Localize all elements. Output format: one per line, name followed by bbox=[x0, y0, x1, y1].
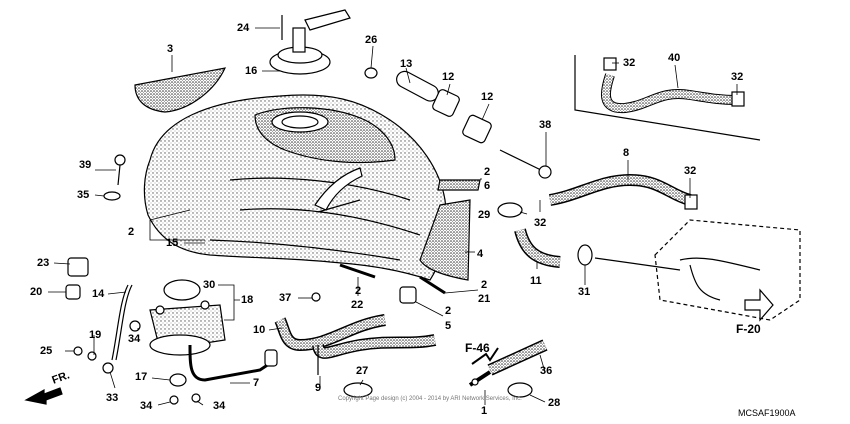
part-label-33[interactable]: 33 bbox=[106, 392, 119, 404]
tank-side-lines bbox=[229, 177, 411, 201]
part-label-26[interactable]: 26 bbox=[365, 34, 378, 46]
part-label-36[interactable]: 36 bbox=[540, 365, 553, 377]
part-label-27[interactable]: 27 bbox=[356, 365, 369, 377]
copyright-watermark: Copyright Page design (c) 2004 - 2014 by… bbox=[338, 396, 522, 402]
drain-tube bbox=[111, 284, 129, 361]
part-label-12b[interactable]: 12 bbox=[481, 91, 494, 103]
clamp-28 bbox=[507, 382, 533, 398]
part-label-5[interactable]: 5 bbox=[445, 320, 452, 332]
part-label-16[interactable]: 16 bbox=[245, 65, 258, 77]
clamp-27 bbox=[343, 382, 373, 398]
clip-29 bbox=[497, 202, 523, 218]
inset-frame-top bbox=[574, 55, 761, 141]
pad-4 bbox=[419, 199, 471, 281]
mount-23 bbox=[67, 257, 89, 277]
part-label-20[interactable]: 20 bbox=[30, 286, 43, 298]
strip-22 bbox=[339, 263, 376, 279]
cap-20 bbox=[65, 284, 81, 300]
damper-12a bbox=[432, 89, 460, 117]
frame-inset bbox=[654, 219, 801, 321]
part-label-32c[interactable]: 32 bbox=[684, 165, 697, 177]
part-label-37[interactable]: 37 bbox=[279, 292, 292, 304]
part-label-35[interactable]: 35 bbox=[77, 189, 90, 201]
part-label-22[interactable]: 22 bbox=[351, 299, 364, 311]
clip-37 bbox=[311, 292, 321, 302]
part-label-32b[interactable]: 32 bbox=[731, 71, 744, 83]
part-label-4[interactable]: 4 bbox=[477, 248, 484, 260]
part-label-34b[interactable]: 34 bbox=[140, 400, 153, 412]
part-label-6[interactable]: 6 bbox=[484, 180, 491, 192]
f20-arrow bbox=[744, 288, 774, 322]
part-label-34a[interactable]: 34 bbox=[128, 333, 141, 345]
clip-5 bbox=[399, 286, 417, 304]
part-label-8[interactable]: 8 bbox=[623, 147, 630, 159]
part-label-29[interactable]: 29 bbox=[478, 209, 491, 221]
part-label-39[interactable]: 39 bbox=[79, 159, 92, 171]
part-label-10[interactable]: 10 bbox=[253, 324, 266, 336]
part-label-25[interactable]: 25 bbox=[40, 345, 53, 357]
part-label-7[interactable]: 7 bbox=[253, 377, 260, 389]
part-label-12a[interactable]: 12 bbox=[442, 71, 455, 83]
washer-35 bbox=[103, 191, 121, 201]
part-label-34c[interactable]: 34 bbox=[213, 400, 226, 412]
part-label-21[interactable]: 21 bbox=[478, 293, 491, 305]
part-label-9[interactable]: 9 bbox=[315, 382, 322, 394]
part-label-30[interactable]: 30 bbox=[203, 279, 216, 291]
part-label-1[interactable]: 1 bbox=[481, 405, 488, 417]
hose-7 bbox=[188, 344, 276, 382]
f46-arrow bbox=[471, 347, 499, 365]
part-label-13[interactable]: 13 bbox=[400, 58, 413, 70]
part-label-2d[interactable]: 2 bbox=[481, 279, 488, 291]
part-label-2e[interactable]: 2 bbox=[445, 305, 452, 317]
part-label-15[interactable]: 15 bbox=[166, 237, 179, 249]
damper-13 bbox=[396, 70, 439, 102]
ignition-key bbox=[304, 9, 351, 31]
part-label-32a[interactable]: 32 bbox=[623, 57, 636, 69]
pad-6 bbox=[437, 179, 481, 191]
o-ring-30 bbox=[163, 279, 201, 301]
part-label-28[interactable]: 28 bbox=[548, 397, 561, 409]
part-label-23[interactable]: 23 bbox=[37, 257, 50, 269]
filler-neck bbox=[271, 111, 329, 133]
clip-17 bbox=[169, 373, 187, 387]
part-label-19[interactable]: 19 bbox=[89, 329, 102, 341]
strip-21 bbox=[419, 275, 446, 295]
part-label-11[interactable]: 11 bbox=[530, 275, 542, 287]
honda-emblem bbox=[314, 167, 363, 211]
part-label-32d[interactable]: 32 bbox=[534, 217, 547, 229]
part-label-38[interactable]: 38 bbox=[539, 119, 552, 131]
part-label-3[interactable]: 3 bbox=[167, 43, 174, 55]
part-label-2c[interactable]: 2 bbox=[355, 285, 362, 297]
ref-f46-label[interactable]: F-46 bbox=[465, 341, 490, 355]
bolt-39 bbox=[114, 154, 126, 166]
clip-31 bbox=[577, 244, 593, 266]
bolt-25 bbox=[73, 346, 83, 356]
part-label-17[interactable]: 17 bbox=[135, 371, 148, 383]
diagram-code: MCSAF1900A bbox=[738, 408, 796, 418]
ref-f20-label[interactable]: F-20 bbox=[736, 322, 761, 336]
part-label-18[interactable]: 18 bbox=[241, 294, 254, 306]
part-label-31[interactable]: 31 bbox=[578, 286, 591, 298]
part-label-2a[interactable]: 2 bbox=[484, 166, 491, 178]
bolt-38 bbox=[499, 149, 546, 173]
fwd-arrow bbox=[24, 387, 63, 405]
part-label-2b[interactable]: 2 bbox=[128, 226, 135, 238]
part-label-40[interactable]: 40 bbox=[668, 52, 681, 64]
part-label-14[interactable]: 14 bbox=[92, 288, 105, 300]
tank-pad-3 bbox=[134, 67, 227, 113]
nut-26 bbox=[364, 67, 378, 79]
nut-34 bbox=[129, 320, 141, 332]
part-label-24[interactable]: 24 bbox=[237, 22, 250, 34]
damper-12b bbox=[462, 114, 492, 144]
